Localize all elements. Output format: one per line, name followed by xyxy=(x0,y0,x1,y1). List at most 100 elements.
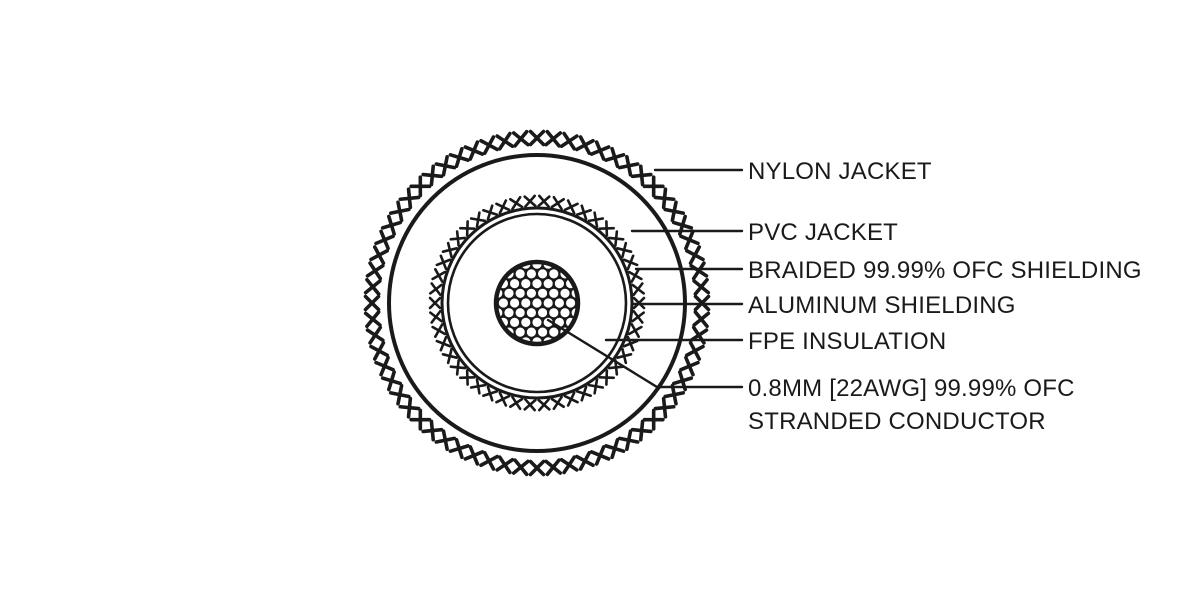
label-stranded-conductor-line-2: STRANDED CONDUCTOR xyxy=(748,408,1046,435)
label-stranded-conductor-line-1: 0.8MM [22AWG] 99.99% OFC xyxy=(748,375,1075,402)
shield-braid-x-mark xyxy=(509,395,524,411)
leader-stranded-conductor xyxy=(546,318,744,389)
nylon-braid-x-mark xyxy=(495,455,515,475)
label-pvc-jacket: PVC JACKET xyxy=(748,219,898,246)
shield-braid-x-mark xyxy=(509,195,524,211)
shield-braid-x-mark xyxy=(429,309,443,324)
nylon-braid-x-mark xyxy=(511,458,530,477)
conductor-outline xyxy=(493,259,581,347)
shield-braid-x-mark xyxy=(563,391,579,407)
braided-shielding-braid xyxy=(428,194,646,412)
shield-braid-x-mark xyxy=(575,385,592,402)
nylon-braid-x-mark xyxy=(663,383,686,406)
nylon-braid-x-mark xyxy=(679,229,700,251)
nylon-braid-x-mark xyxy=(434,429,457,452)
shield-braid-x-mark xyxy=(598,220,615,237)
shield-braid-x-mark xyxy=(622,254,639,271)
nylon-braid-x-mark xyxy=(642,175,665,198)
nylon-braid-x-mark xyxy=(363,310,382,329)
nylon-braid-x-mark xyxy=(679,355,700,377)
shield-braid-x-mark xyxy=(469,211,487,228)
shield-braid-x-mark xyxy=(495,391,511,407)
nylon-braid-x-mark xyxy=(374,355,395,377)
callout-leaders xyxy=(546,168,744,389)
shield-braid-x-mark xyxy=(537,398,551,412)
nylon-braid-x-mark xyxy=(689,261,709,281)
nylon-braid-x-mark xyxy=(448,146,470,169)
shield-braid-x-mark xyxy=(523,398,537,412)
nylon-braid-x-mark xyxy=(479,135,500,156)
nylon-braid-x-mark xyxy=(653,187,676,210)
nylon-braid-x-mark xyxy=(653,396,676,419)
nylon-braid-x-mark xyxy=(528,459,546,477)
nylon-braid-x-mark xyxy=(434,154,457,177)
nylon-braid-x-mark xyxy=(380,214,403,236)
nylon-braid-x-mark xyxy=(692,277,711,296)
shield-braid-x-mark xyxy=(449,230,467,247)
nylon-braid-x-mark xyxy=(369,340,390,361)
shield-braid-x-mark xyxy=(627,323,643,338)
shield-braid-x-mark xyxy=(449,359,467,376)
shield-braid-x-mark xyxy=(587,378,605,395)
shield-braid-x-mark xyxy=(575,204,592,221)
nylon-braid-x-mark xyxy=(684,245,705,266)
shield-braid-x-mark xyxy=(550,195,565,211)
shield-braid-x-mark xyxy=(431,323,447,338)
nylon-braid-x-mark xyxy=(589,445,611,466)
nylon-braid-x-mark xyxy=(463,140,485,161)
nylon-braid-x-mark xyxy=(684,340,705,361)
nylon-braid-x-mark xyxy=(365,325,385,345)
nylon-braid-x-mark xyxy=(495,131,515,151)
callout-labels: NYLON JACKET PVC JACKET BRAIDED 99.99% O… xyxy=(748,158,1142,435)
nylon-braid-x-mark xyxy=(604,437,626,460)
nylon-braid-x-mark xyxy=(642,408,665,431)
shield-braid-x-mark xyxy=(607,230,625,247)
nylon-braid-x-mark xyxy=(448,437,470,460)
shield-braid-x-mark xyxy=(631,309,645,324)
nylon-braid-x-mark xyxy=(363,277,382,296)
shield-braid-x-mark xyxy=(441,347,459,365)
nylon-braid-x-mark xyxy=(388,383,411,406)
nylon-braid-x-mark xyxy=(692,310,711,329)
nylon-braid-x-mark xyxy=(369,245,390,266)
nylon-braid-x-mark xyxy=(574,135,595,156)
nylon-braid-x-mark xyxy=(398,187,421,210)
shield-braid-x-mark xyxy=(459,369,476,386)
label-fpe-insulation: FPE INSULATION xyxy=(748,328,946,355)
nylon-braid-x-mark xyxy=(365,261,385,281)
nylon-braid-x-mark xyxy=(617,429,640,452)
nylon-braid-x-mark xyxy=(421,419,444,442)
shield-braid-x-mark xyxy=(482,204,499,221)
shield-braid-x-mark xyxy=(523,194,537,208)
shield-braid-x-mark xyxy=(435,254,452,271)
shield-braid-x-mark xyxy=(435,335,452,352)
aluminum-shielding-ring-inner xyxy=(446,212,628,394)
nylon-braid-x-mark xyxy=(363,294,381,312)
nylon-braid-x-mark xyxy=(398,396,421,419)
shield-braid-x-mark xyxy=(482,385,499,402)
shield-braid-x-mark xyxy=(627,268,643,283)
nylon-braid-x-mark xyxy=(574,450,595,471)
nylon-braid-x-mark xyxy=(589,140,611,161)
shield-braid-x-mark xyxy=(429,282,443,297)
nylon-braid-x-mark xyxy=(559,455,579,475)
label-braided-shielding: BRAIDED 99.99% OFC SHIELDING xyxy=(748,257,1142,284)
label-aluminum-shielding: ALUMINUM SHIELDING xyxy=(748,292,1016,319)
nylon-braid-x-mark xyxy=(663,200,686,223)
shield-braid-x-mark xyxy=(598,369,615,386)
nylon-braid-x-mark xyxy=(479,450,500,471)
nylon-braid-x-mark xyxy=(409,408,432,431)
nylon-braid-x-mark xyxy=(380,370,403,392)
nylon-braid-x-mark xyxy=(604,146,626,169)
nylon-braid-x-mark xyxy=(544,129,563,148)
shield-braid-x-mark xyxy=(428,296,442,310)
nylon-braid-x-mark xyxy=(528,129,546,147)
shield-braid-x-mark xyxy=(469,378,487,395)
label-nylon-jacket: NYLON JACKET xyxy=(748,158,932,185)
nylon-braid-x-mark xyxy=(388,200,411,223)
nylon-braid-x-mark xyxy=(511,129,530,148)
shield-braid-x-mark xyxy=(441,241,459,259)
nylon-braid-x-mark xyxy=(617,154,640,177)
nylon-braid-x-mark xyxy=(409,175,432,198)
